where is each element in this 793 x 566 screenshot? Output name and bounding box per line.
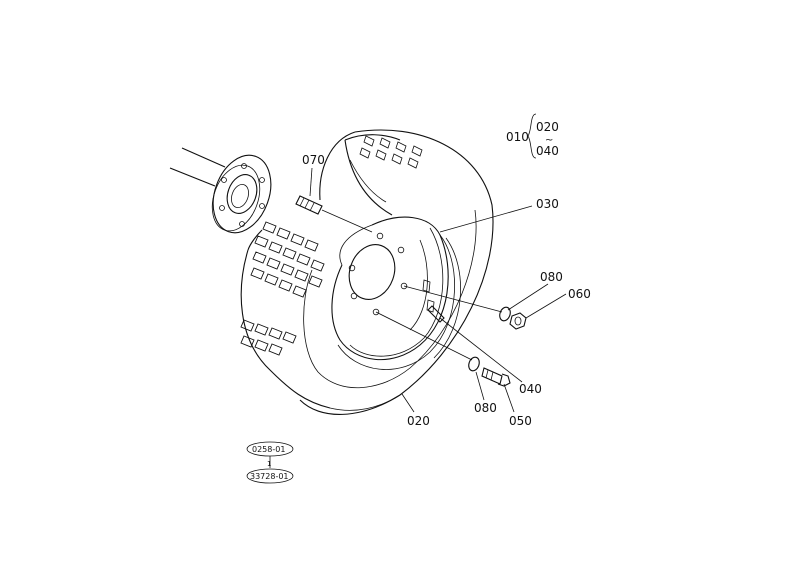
callout-040: 040	[519, 382, 542, 396]
callout-020: 020	[407, 414, 430, 428]
washer-nut-right	[403, 285, 527, 330]
tire	[240, 129, 494, 415]
callout-050: 050	[509, 414, 532, 428]
stud-bolt-070	[295, 195, 373, 233]
hub-flange	[211, 154, 272, 234]
callout-040-bracket: 040	[536, 144, 559, 158]
tire-tread-upper	[344, 134, 423, 216]
callout-010: 010	[506, 130, 529, 144]
callout-labels: 010 020 ~ 040 070 030 080 060 040 080 05…	[302, 113, 591, 428]
brace	[527, 113, 537, 159]
ref-mark-bottom: 33728-01	[250, 472, 289, 481]
ref-mark-connector: 1	[267, 460, 271, 468]
leader-lines	[309, 167, 567, 413]
callout-080-right: 080	[540, 270, 563, 284]
callout-030: 030	[536, 197, 559, 211]
callout-020-top: 020	[536, 120, 559, 134]
wheel-disc	[331, 216, 461, 370]
tire-tread-left	[240, 221, 325, 356]
reference-marks: 0258-01 1 33728-01	[246, 441, 294, 484]
callout-080-bottom: 080	[474, 401, 497, 415]
callout-070: 070	[302, 153, 325, 167]
axle-shaft	[169, 147, 226, 187]
valve-stem	[427, 305, 445, 323]
callout-060-right: 060	[568, 287, 591, 301]
washer-bolt-bottom	[375, 311, 511, 387]
ref-mark-top: 0258-01	[252, 445, 285, 454]
callout-tilde: ~	[545, 135, 553, 146]
